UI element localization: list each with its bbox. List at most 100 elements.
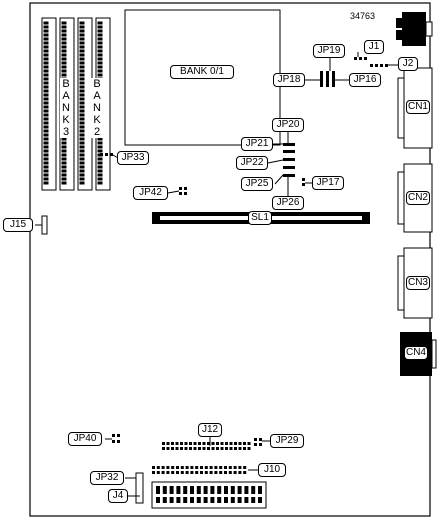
simm-contact [79, 145, 85, 149]
j10-pin [204, 471, 208, 474]
j4-pin [169, 486, 174, 494]
simm-contact [79, 73, 85, 77]
simm-contact [43, 161, 49, 165]
j10-header [152, 466, 247, 474]
j12-pin [193, 447, 197, 450]
j10-pin [219, 466, 223, 469]
cn2-label: CN2 [406, 191, 430, 205]
simm-contact [61, 165, 67, 169]
j10-pin [224, 471, 227, 474]
simm-contact [43, 165, 49, 169]
simm-contact [79, 25, 85, 29]
simm-contact [43, 33, 49, 37]
simm-contact [79, 121, 85, 125]
simm-contact [79, 133, 85, 137]
j10-pin [214, 471, 218, 474]
j12-pin [184, 447, 188, 450]
simm-contact [43, 93, 49, 97]
simm-contact [61, 57, 67, 61]
j10-pin [195, 466, 199, 469]
simm-contact [43, 25, 49, 29]
j10-pin [152, 466, 155, 469]
j10-pin [171, 466, 175, 469]
simm-contact [97, 177, 103, 181]
j4-pin [203, 486, 208, 494]
simm-contact [79, 177, 85, 181]
simm-contact [97, 49, 103, 53]
simm-contact [61, 61, 67, 65]
jp33-label: JP33 [117, 151, 149, 165]
j12-pin [229, 447, 233, 450]
simm-contact [79, 149, 85, 153]
j10-pin [243, 471, 247, 474]
simm-contact [79, 41, 85, 45]
simm-contact [79, 89, 85, 93]
jp17-label: JP17 [312, 176, 344, 190]
simm-contact [43, 113, 49, 117]
j4-pin [217, 497, 222, 503]
simm-contact [43, 65, 49, 69]
simm-contact [79, 161, 85, 165]
simm-contact [79, 37, 85, 41]
simm-contact [97, 69, 103, 73]
j12-pin [229, 442, 233, 445]
j12-pin [198, 447, 201, 450]
j10-pin [209, 471, 213, 474]
simm-contact [79, 49, 85, 53]
j4-pin [190, 497, 194, 503]
j10-pin [219, 471, 223, 474]
simm-contact [43, 53, 49, 57]
simm-contact [79, 141, 85, 145]
simm-contact [61, 149, 67, 153]
simm-contact [97, 165, 103, 169]
simm-contact [43, 181, 49, 185]
simm-contact [61, 45, 67, 49]
jp20-label: JP20 [272, 118, 304, 132]
j4-pin [196, 486, 201, 494]
simm-contact [43, 29, 49, 33]
j10-pin [156, 466, 160, 469]
j10-pin [176, 466, 179, 469]
j12-pin [216, 442, 219, 445]
j10-pin [243, 466, 247, 469]
jp26-label: JP26 [272, 196, 304, 210]
j12-pin [189, 442, 192, 445]
simm-contact [43, 129, 49, 133]
j12-pin [211, 442, 215, 445]
simm-contact [61, 53, 67, 57]
j4-pin [156, 486, 160, 494]
simm-contact [43, 97, 49, 101]
j10-pin [233, 471, 237, 474]
jp40-label: JP40 [68, 432, 102, 446]
simm-contact [61, 169, 67, 173]
j1-label: J1 [364, 40, 384, 54]
simm-contact [97, 145, 103, 149]
simm-contact [79, 53, 85, 57]
j10-pin [238, 466, 242, 469]
jp42-label: JP42 [133, 186, 168, 200]
j4-pin [230, 497, 235, 503]
j4-pin [196, 497, 201, 503]
simm-contact [61, 37, 67, 41]
simm-contact [61, 21, 67, 25]
bank-letter: N [62, 102, 70, 114]
simm-contact [43, 81, 49, 85]
simm-contact [79, 113, 85, 117]
simm-contact [97, 53, 103, 57]
simm-contact [61, 141, 67, 145]
simm-contact [61, 161, 67, 165]
j4-pin [251, 486, 256, 494]
simm-contact [97, 61, 103, 65]
j4-pin [156, 497, 160, 503]
leader-lines [35, 52, 398, 497]
j12-pin [225, 447, 228, 450]
j12-pin [166, 442, 170, 445]
simm-contact [61, 33, 67, 37]
simm-contact [97, 169, 103, 173]
j10-pin [200, 466, 203, 469]
j10-pin [224, 466, 227, 469]
simm-contact [79, 45, 85, 49]
j10-pin [171, 471, 175, 474]
jp21-label: JP21 [241, 137, 273, 151]
